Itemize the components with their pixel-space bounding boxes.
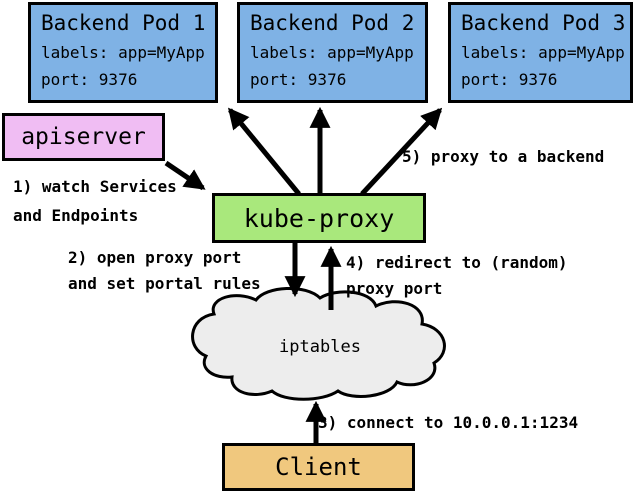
backend-pod-1-title: Backend Pod 1: [41, 11, 206, 35]
kube-proxy-box: kube-proxy: [212, 193, 426, 243]
backend-pod-3-labels: labels: app=MyApp: [461, 43, 625, 62]
backend-pod-1-labels: labels: app=MyApp: [41, 43, 205, 62]
backend-pod-1-box: Backend Pod 1 labels: app=MyApp port: 93…: [28, 2, 218, 103]
annotation-step2-line2: and set portal rules: [68, 274, 261, 293]
backend-pod-3-box: Backend Pod 3 labels: app=MyApp port: 93…: [448, 2, 633, 103]
apiserver-label: apiserver: [21, 124, 146, 150]
backend-pod-2-box: Backend Pod 2 labels: app=MyApp port: 93…: [237, 2, 428, 103]
backend-pod-3-title: Backend Pod 3: [461, 11, 626, 35]
annotation-step1: 1) watch Services and Endpoints: [13, 172, 177, 230]
apiserver-box: apiserver: [2, 113, 165, 161]
annotation-step4-line2: proxy port: [346, 279, 443, 298]
backend-pod-3-port: port: 9376: [461, 70, 558, 89]
kube-proxy-label: kube-proxy: [243, 203, 395, 233]
backend-pod-1-port: port: 9376: [41, 70, 138, 89]
annotation-step5: 5) proxy to a backend: [402, 147, 605, 166]
client-box: Client: [222, 443, 415, 491]
annotation-step3: 3) connect to 10.0.0.1:1234: [318, 413, 579, 432]
annotation-step1-line1: 1) watch Services: [13, 177, 177, 196]
annotation-step2-line1: 2) open proxy port: [68, 248, 242, 267]
iptables-label: iptables: [279, 337, 361, 357]
client-label: Client: [275, 453, 362, 481]
backend-pod-2-labels: labels: app=MyApp: [250, 43, 414, 62]
annotation-step1-line2: and Endpoints: [13, 206, 139, 225]
annotation-step2: 2) open proxy port and set portal rules: [68, 245, 261, 297]
arrow-step5-kubeproxy-to-pod1: [228, 107, 301, 196]
backend-pod-2-title: Backend Pod 2: [250, 11, 415, 35]
annotation-step4: 4) redirect to (random) proxy port: [346, 250, 568, 302]
backend-pod-2-port: port: 9376: [250, 70, 347, 89]
annotation-step4-line1: 4) redirect to (random): [346, 253, 568, 272]
